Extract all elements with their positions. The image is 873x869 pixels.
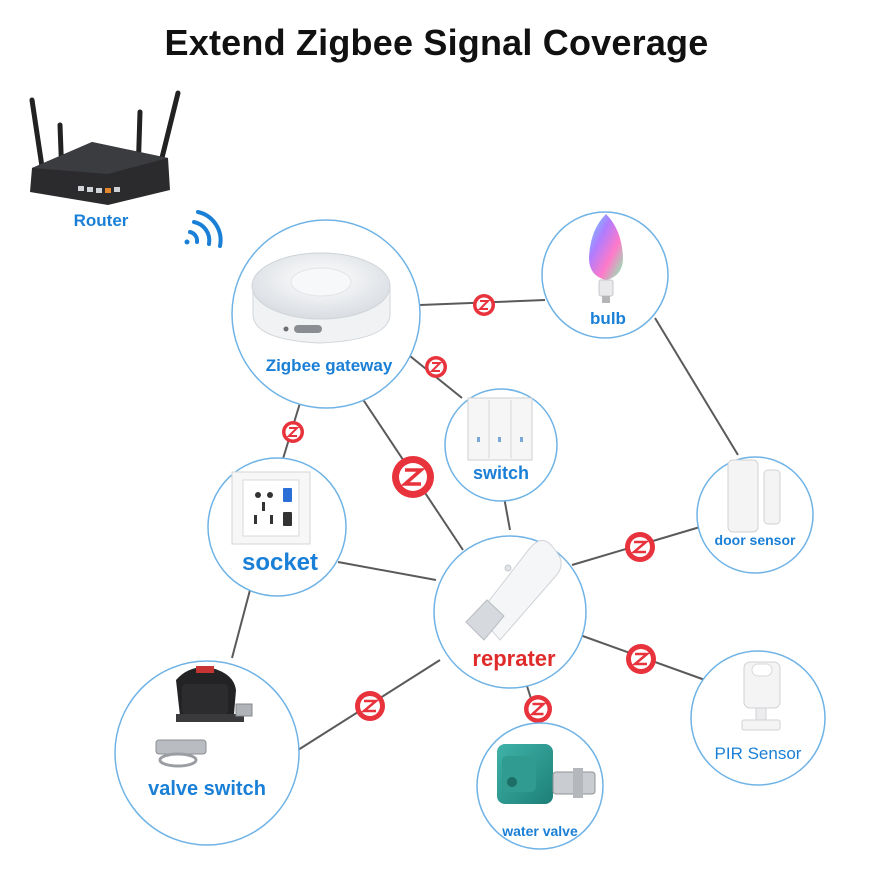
bulb-node[interactable]: bulb: [541, 211, 669, 339]
water-valve-node[interactable]: water valve: [476, 722, 604, 850]
socket-node[interactable]: socket: [207, 457, 347, 597]
router-node: Router: [29, 90, 223, 248]
zigbee-icon: [392, 456, 434, 498]
zigbee-icon: [282, 421, 304, 443]
water-valve-image: [497, 744, 596, 804]
door-sensor-image: [727, 459, 781, 533]
water-valve-label: water valve: [501, 823, 578, 839]
router-label: Router: [74, 211, 129, 230]
gateway-label: Zigbee gateway: [266, 356, 393, 375]
router-image: [29, 90, 181, 205]
pir-sensor-node[interactable]: PIR Sensor: [690, 650, 826, 786]
repeater-label: reprater: [472, 646, 556, 671]
door-sensor-node[interactable]: door sensor: [696, 456, 814, 574]
socket-image: [231, 471, 311, 545]
link-socket-repeater: [337, 561, 437, 581]
bulb-label: bulb: [590, 309, 626, 328]
zigbee-icon: [524, 695, 552, 723]
diagram-title: Extend Zigbee Signal Coverage: [164, 22, 709, 63]
zigbee-icon: [626, 644, 656, 674]
pir-sensor-image: [741, 661, 781, 731]
link-socket-valve: [231, 589, 251, 659]
zigbee-icon: [355, 691, 385, 721]
pir-sensor-label: PIR Sensor: [715, 744, 802, 763]
link-bulb-door: [654, 317, 739, 456]
bulb-image: [589, 214, 623, 303]
gateway-device-image: [251, 252, 391, 344]
valve-switch-image: [155, 666, 253, 768]
valve-switch-label: valve switch: [148, 778, 266, 800]
repeater-image: [465, 540, 562, 641]
socket-label: socket: [242, 549, 318, 576]
valve-switch-node[interactable]: valve switch: [114, 660, 300, 846]
door-sensor-label: door sensor: [715, 532, 796, 548]
node-circle: [114, 660, 300, 846]
zigbee-icon: [473, 294, 495, 316]
switch-node[interactable]: switch: [444, 388, 558, 502]
switch-label: switch: [473, 463, 529, 483]
zigbee-badges: [282, 294, 656, 723]
zigbee-icon: [625, 532, 655, 562]
zigbee-icon: [425, 356, 447, 378]
wifi-signal-icon: [184, 210, 223, 248]
repeater-node[interactable]: reprater: [433, 535, 587, 689]
switch-image: [467, 397, 533, 461]
gateway-node[interactable]: Zigbee gateway: [231, 219, 421, 409]
